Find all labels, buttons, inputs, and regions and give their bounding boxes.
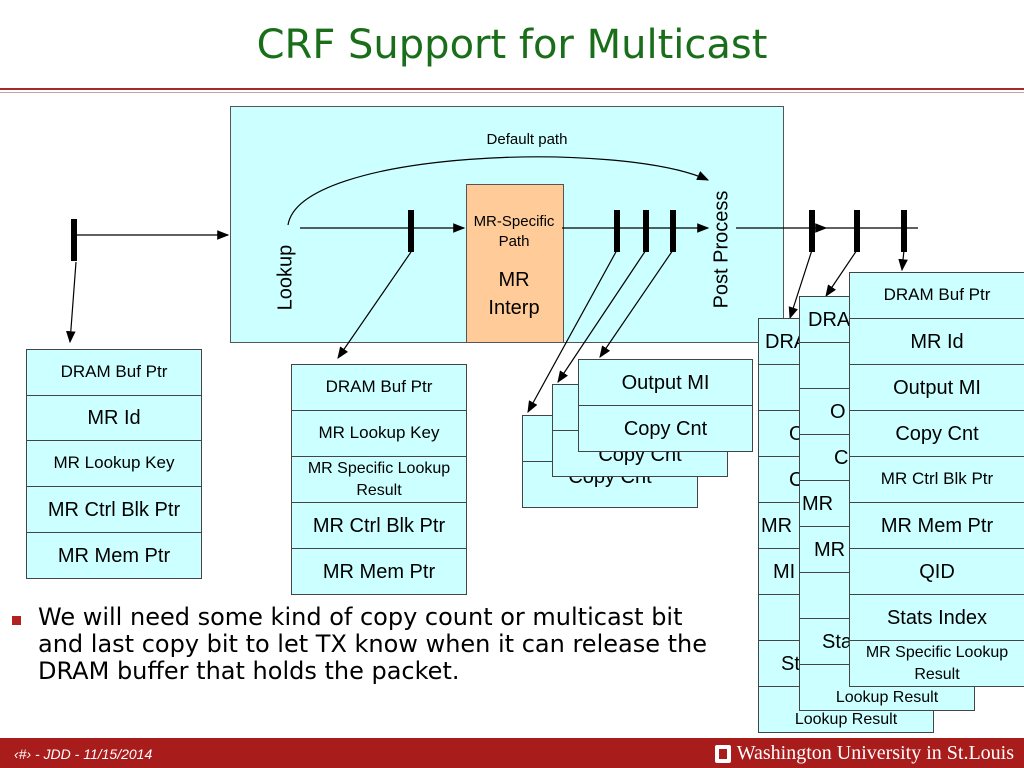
packet-bar (670, 210, 676, 252)
stack-cell: MR Ctrl Blk Ptr (292, 503, 466, 549)
stack-cell: MR Mem Ptr (57, 544, 171, 567)
stack-cell: MR Mem Ptr (850, 503, 1024, 549)
stack-cell: MR Id (850, 319, 1024, 365)
stack-cell: MR Id (27, 396, 201, 441)
stack-cell: Copy Cnt (623, 417, 708, 440)
stack-cell: MR Ctrl Blk Ptr (850, 457, 1024, 503)
footer-university: Washington University in St.Louis (714, 742, 1014, 765)
footer-university-name: Washington University in St.Louis (736, 742, 1014, 764)
packet-bar (809, 210, 815, 252)
stack-cell: MR Mem Ptr (322, 560, 436, 583)
default-path-label: Default path (486, 131, 568, 148)
stack-cell: MR Lookup Key (27, 441, 201, 487)
post-process-label: Post Process (710, 190, 733, 309)
mr-interp-label: MR Interp (488, 269, 540, 319)
lookup-input-stack: DRAM Buf Ptr MR Id MR Lookup Key MR Ctrl… (26, 349, 202, 579)
university-seal-icon (714, 744, 731, 763)
packet-bar (643, 210, 649, 252)
copy-stack-front: Output MI Copy Cnt (578, 359, 753, 452)
stack-cell: MR Ctrl Blk Ptr (27, 487, 201, 533)
footer-bar (0, 738, 1024, 768)
packet-bar (408, 210, 414, 252)
arrow-to-stack1 (66, 261, 77, 344)
bullet-square-icon (12, 616, 21, 625)
stack-cell: DRAM Buf Ptr (850, 273, 1024, 319)
stack-cell: QID (850, 549, 1024, 595)
stack-cell: Copy Cnt (850, 411, 1024, 457)
title-rule-thin (0, 92, 1024, 93)
arrow-to-big-front (898, 249, 908, 272)
stack-cell: MR Specific Lookup Result (865, 643, 1009, 683)
mr-interp-input-stack: DRAM Buf Ptr MR Lookup Key MR Specific L… (291, 364, 467, 595)
bullet-text: We will need some kind of copy count or … (38, 603, 707, 685)
lookup-label: Lookup (274, 244, 297, 311)
slide-title: CRF Support for Multicast (256, 22, 768, 68)
stack-cell: DRAM Buf Ptr (292, 365, 466, 411)
footer-slide-info: ‹#› - JDD - 11/15/2014 (14, 746, 153, 762)
stack-cell: MR Specific Lookup Result (292, 457, 466, 503)
packet-bar (614, 210, 620, 252)
stack-cell: Output MI (850, 365, 1024, 411)
stack-cell: Output MI (579, 360, 752, 406)
stack-cell: MR Lookup Key (292, 411, 466, 457)
mr-specific-path-label: MR-Specific Path (473, 213, 555, 250)
title-rule (0, 88, 1024, 90)
packet-bar (71, 219, 77, 261)
output-stack-front: DRAM Buf Ptr MR Id Output MI Copy Cnt MR… (849, 272, 1024, 687)
stack-cell: Stats Index (850, 595, 1024, 641)
packet-bar (854, 210, 860, 252)
stack-cell: DRAM Buf Ptr (27, 350, 201, 396)
packet-bar (901, 210, 907, 252)
